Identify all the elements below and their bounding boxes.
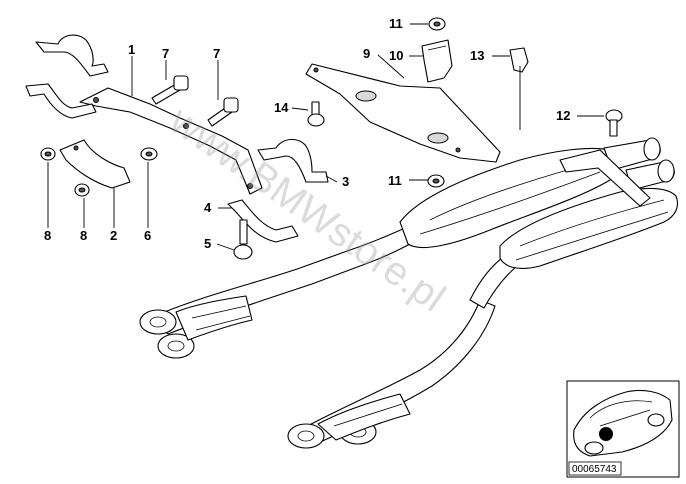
document-id: 00065743 [572, 464, 617, 475]
bolt-part-14 [307, 101, 325, 127]
callout-10: 10 [389, 48, 403, 63]
rubber-mount-part-10 [421, 39, 453, 83]
callout-12: 12 [556, 108, 570, 123]
clamp-part-2 [59, 139, 131, 189]
callout-5: 5 [204, 236, 211, 251]
callout-11-upper: 11 [389, 16, 403, 31]
nut-part-8-lower [74, 183, 90, 197]
clip-part-13 [509, 47, 529, 73]
callout-2: 2 [110, 228, 117, 243]
callout-7-right: 7 [213, 46, 220, 61]
callout-8-right: 8 [80, 228, 87, 243]
clamp-part-3 [257, 138, 329, 183]
callout-11-lower: 11 [388, 173, 402, 188]
car-location-inset: 00065743 [566, 380, 680, 478]
callout-9: 9 [363, 46, 370, 61]
bolt-part-7-right [207, 97, 239, 127]
callout-4: 4 [204, 200, 212, 215]
callout-labels: 1 7 7 8 8 2 6 3 4 5 9 10 11 11 13 14 12 [44, 16, 570, 251]
bolt-part-7-left [151, 75, 189, 105]
callout-7-left: 7 [162, 46, 169, 61]
bolt-part-5 [233, 219, 253, 260]
callout-13: 13 [470, 48, 484, 63]
bracket-part-1 [79, 87, 263, 195]
callout-3: 3 [342, 174, 349, 189]
clamp-top-left [25, 34, 109, 119]
exhaust-pipe-assembly [139, 137, 679, 449]
callout-8-left: 8 [44, 228, 51, 243]
callout-14: 14 [274, 100, 289, 115]
bolt-part-12 [605, 109, 623, 137]
exhaust-location-marker [599, 427, 613, 441]
callout-1: 1 [128, 42, 135, 57]
nut-part-8-upper [40, 147, 56, 161]
leader-lines [47, 23, 604, 251]
nut-part-11-upper [428, 17, 446, 31]
nut-part-11-lower [427, 174, 445, 188]
callout-6: 6 [144, 228, 151, 243]
nut-part-6 [140, 147, 158, 161]
mounting-plate-part-9 [305, 63, 501, 163]
